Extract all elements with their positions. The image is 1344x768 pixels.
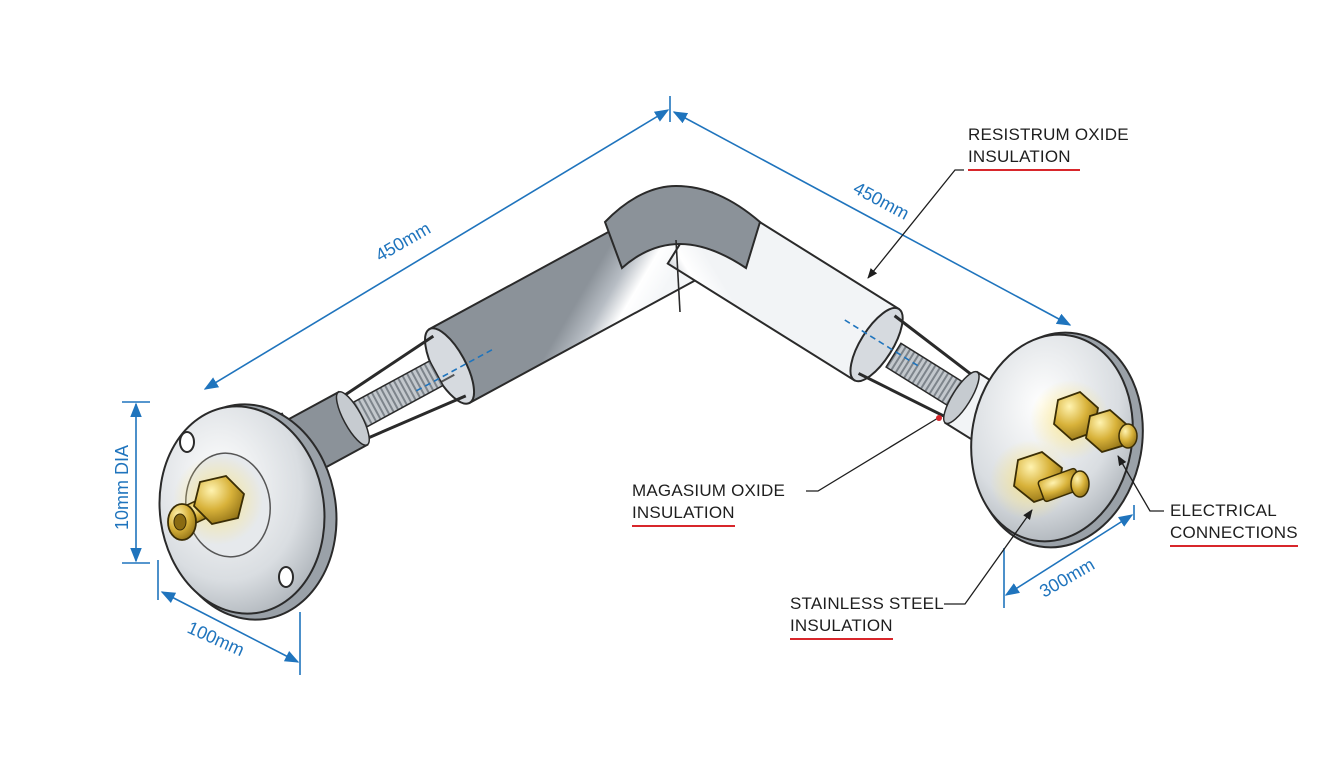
dim-diameter: 10mm DIA xyxy=(112,445,132,530)
leader-lines xyxy=(806,169,1164,605)
dim-left-length: 450mm xyxy=(372,218,434,265)
callout-line-underlined: INSULATION xyxy=(632,502,735,527)
dim-right-flange: 300mm xyxy=(1036,554,1098,601)
callout-line: ELECTRICAL xyxy=(1170,501,1277,520)
callout-line: STAINLESS STEEL xyxy=(790,594,944,613)
magasium-pointer-dot xyxy=(936,415,942,421)
left-flange xyxy=(158,403,338,621)
callout-stainless-steel: STAINLESS STEEL INSULATION xyxy=(790,593,944,640)
callout-line: RESISTRUM OXIDE xyxy=(968,125,1129,144)
callout-line-underlined: INSULATION xyxy=(790,615,893,640)
dimension-lines xyxy=(122,96,1135,675)
dim-left-flange: 100mm xyxy=(184,617,247,660)
right-flange xyxy=(970,331,1144,549)
callout-electrical-connections: ELECTRICAL CONNECTIONS xyxy=(1170,500,1298,547)
callout-resistrum-oxide: RESISTRUM OXIDE INSULATION xyxy=(968,124,1129,171)
callout-magasium-oxide: MAGASIUM OXIDE INSULATION xyxy=(632,480,785,527)
callout-line: MAGASIUM OXIDE xyxy=(632,481,785,500)
left-terminal-nut xyxy=(167,475,245,541)
right-terminal-nut-top xyxy=(1053,390,1138,454)
callout-line-underlined: CONNECTIONS xyxy=(1170,522,1298,547)
dim-right-length: 450mm xyxy=(850,178,912,224)
right-terminal-nut-bottom xyxy=(1013,450,1090,504)
callout-line-underlined: INSULATION xyxy=(968,146,1080,171)
